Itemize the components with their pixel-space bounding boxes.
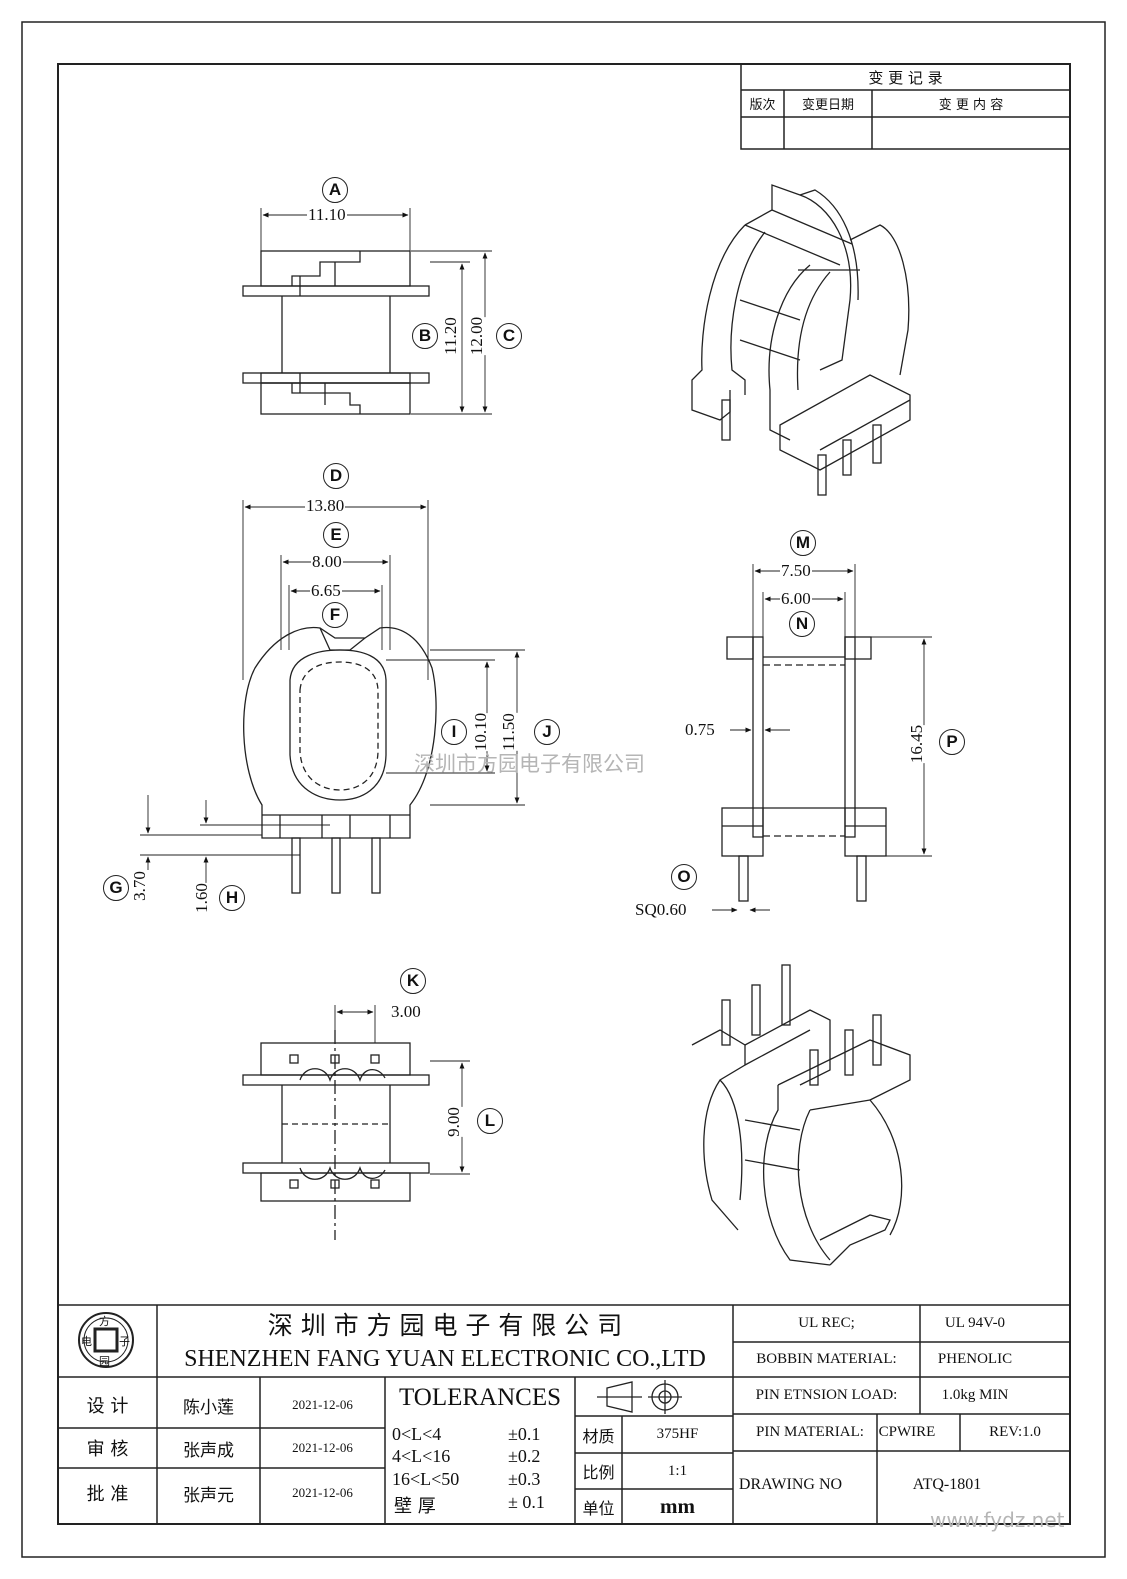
title-block-grid (57, 1304, 1071, 1525)
dim-value-p: 16.45 (907, 724, 928, 764)
tol-range-3: 16<L<50 (392, 1469, 460, 1489)
dim-value-a: 11.10 (307, 205, 347, 225)
revision-col-content: 变 更 内 容 (938, 98, 1004, 113)
dim-label-j: J (534, 719, 560, 745)
logo-char-left: 电 (81, 1335, 92, 1348)
approve-label: 批 准 (86, 1484, 129, 1505)
dim-value-l: 9.00 (443, 1107, 464, 1137)
dims-bottom-view (334, 1005, 470, 1175)
tol-value-1: ±0.1 (508, 1424, 541, 1444)
revision-title: 变 更 记 录 (868, 68, 943, 87)
dim-label-d: D (323, 463, 349, 489)
dim-value-n: 6.00 (780, 589, 812, 609)
dim-label-e: E (323, 522, 349, 548)
tol-range-1: 0<L<4 (392, 1424, 442, 1444)
tol-value-2: ±0.2 (508, 1446, 541, 1466)
design-name: 陈小莲 (183, 1397, 234, 1418)
dim-label-g: G (103, 875, 129, 901)
company-name-en: SHENZHEN FANG YUAN ELECTRONIC CO.,LTD (184, 1345, 706, 1372)
tol-range-4: 壁 厚 (394, 1496, 436, 1517)
drawing-no-label: DRAWING NO (738, 1476, 843, 1493)
dim-label-m: M (790, 530, 816, 556)
dim-label-i: I (441, 719, 467, 745)
approve-date: 2021-12-06 (292, 1485, 353, 1500)
dim-label-b: B (412, 323, 438, 349)
scale-value: 1:1 (667, 1462, 688, 1479)
dim-label-f: F (322, 602, 348, 628)
dims-side-view (712, 564, 932, 913)
dim-label-h: H (219, 885, 245, 911)
dim-label-c: C (496, 323, 522, 349)
dim-label-a: A (322, 177, 348, 203)
unit-label: 单位 (582, 1498, 615, 1518)
ul-rec-value: UL 94V-0 (944, 1315, 1006, 1331)
ul-rec-label: UL REC; (798, 1315, 855, 1331)
revision-col-date: 变更日期 (801, 98, 854, 113)
dim-label-o: O (671, 864, 697, 890)
dim-label-l: L (477, 1108, 503, 1134)
dim-value-b: 11.20 (440, 317, 461, 355)
dim-value-h: 1.60 (191, 883, 212, 913)
revision-col-version: 版次 (749, 98, 776, 113)
tolerances-title: TOLERANCES (398, 1384, 562, 1411)
review-label: 审 核 (86, 1439, 129, 1460)
material-label: 材质 (582, 1426, 615, 1446)
review-date: 2021-12-06 (292, 1440, 353, 1455)
dim-value-j: 11.50 (498, 713, 519, 751)
dim-label-n: N (789, 611, 815, 637)
projection-symbol-icon (597, 1380, 682, 1414)
pin-load-label: PIN ETNSION LOAD: (755, 1387, 898, 1403)
bottom-view (242, 1030, 430, 1240)
dim-value-e: 8.00 (311, 552, 343, 572)
dim-value-k: 3.00 (390, 1002, 422, 1022)
company-name-cn: 深 圳 市 方 园 电 子 有 限 公 司 (267, 1311, 623, 1340)
pin-load-value: 1.0kg MIN (941, 1387, 1009, 1403)
outer-border (21, 21, 1106, 1558)
approve-name: 张声元 (183, 1485, 234, 1506)
dim-label-p: P (939, 729, 965, 755)
dim-value-o: SQ0.60 (634, 900, 688, 920)
design-label: 设 计 (86, 1396, 129, 1417)
dim-value-side: 0.75 (684, 720, 716, 740)
dim-value-g: 3.70 (129, 871, 150, 901)
pin-material-value: CPWIRE (878, 1424, 936, 1440)
drawing-no-value: ATQ-1801 (912, 1476, 982, 1493)
material-value: 375HF (656, 1426, 699, 1442)
top-view (242, 250, 430, 415)
company-logo (78, 1312, 134, 1368)
dim-value-c: 12.00 (467, 316, 488, 356)
tol-value-4: ± 0.1 (508, 1492, 545, 1512)
tol-range-2: 4<L<16 (392, 1446, 451, 1466)
bobbin-material-value: PHENOLIC (937, 1351, 1013, 1367)
tol-value-3: ±0.3 (508, 1469, 541, 1489)
watermark-corner: www.fydz.net (930, 1508, 1065, 1532)
logo-char-top: 方 (99, 1315, 110, 1328)
pin-material-label: PIN MATERIAL: (756, 1424, 864, 1440)
dim-value-i: 10.10 (471, 712, 492, 752)
revision-value: REV:1.0 (989, 1424, 1041, 1440)
review-name: 张声成 (183, 1440, 234, 1461)
dim-value-f: 6.65 (310, 581, 342, 601)
design-date: 2021-12-06 (292, 1397, 353, 1412)
isometric-view-bottom (691, 964, 911, 1266)
scale-label: 比例 (582, 1463, 615, 1482)
revision-block-grid (740, 63, 1071, 150)
side-view (721, 636, 887, 902)
front-view (243, 626, 437, 894)
dims-top-view (260, 208, 492, 415)
bobbin-material-label: BOBBIN MATERIAL: (756, 1351, 897, 1367)
logo-char-right: 子 (119, 1335, 130, 1348)
dim-value-d: 13.80 (305, 496, 346, 516)
isometric-view-top (691, 184, 911, 496)
logo-char-bottom: 园 (99, 1355, 110, 1368)
watermark-center: 深圳市方园电子有限公司 (414, 752, 645, 776)
dim-value-m: 7.50 (780, 561, 812, 581)
unit-value: mm (660, 1494, 695, 1518)
dim-label-k: K (400, 968, 426, 994)
